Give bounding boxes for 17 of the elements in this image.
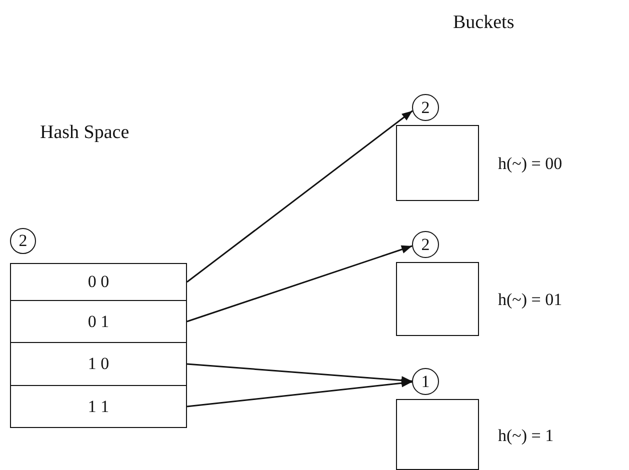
arrow	[186, 378, 412, 408]
section-heading: Hash Space	[40, 122, 130, 144]
directory-row: 0 0	[10, 263, 187, 301]
section-heading: Buckets	[453, 12, 514, 34]
depth-circle: 2	[412, 94, 439, 121]
arrow	[186, 110, 413, 283]
hash-value-text: h(~) = 01	[498, 290, 562, 310]
arrow	[186, 363, 412, 385]
directory-row: 0 1	[10, 300, 187, 343]
arrow	[186, 245, 412, 322]
depth-circle: 1	[412, 368, 439, 395]
depth-circle: 2	[10, 228, 36, 254]
directory-row: 1 1	[10, 385, 187, 428]
depth-circle: 2	[412, 231, 439, 258]
hash-value-text: h(~) = 00	[498, 154, 562, 174]
directory-row: 1 0	[10, 342, 187, 386]
hash-value-text: h(~) = 1	[498, 426, 554, 446]
